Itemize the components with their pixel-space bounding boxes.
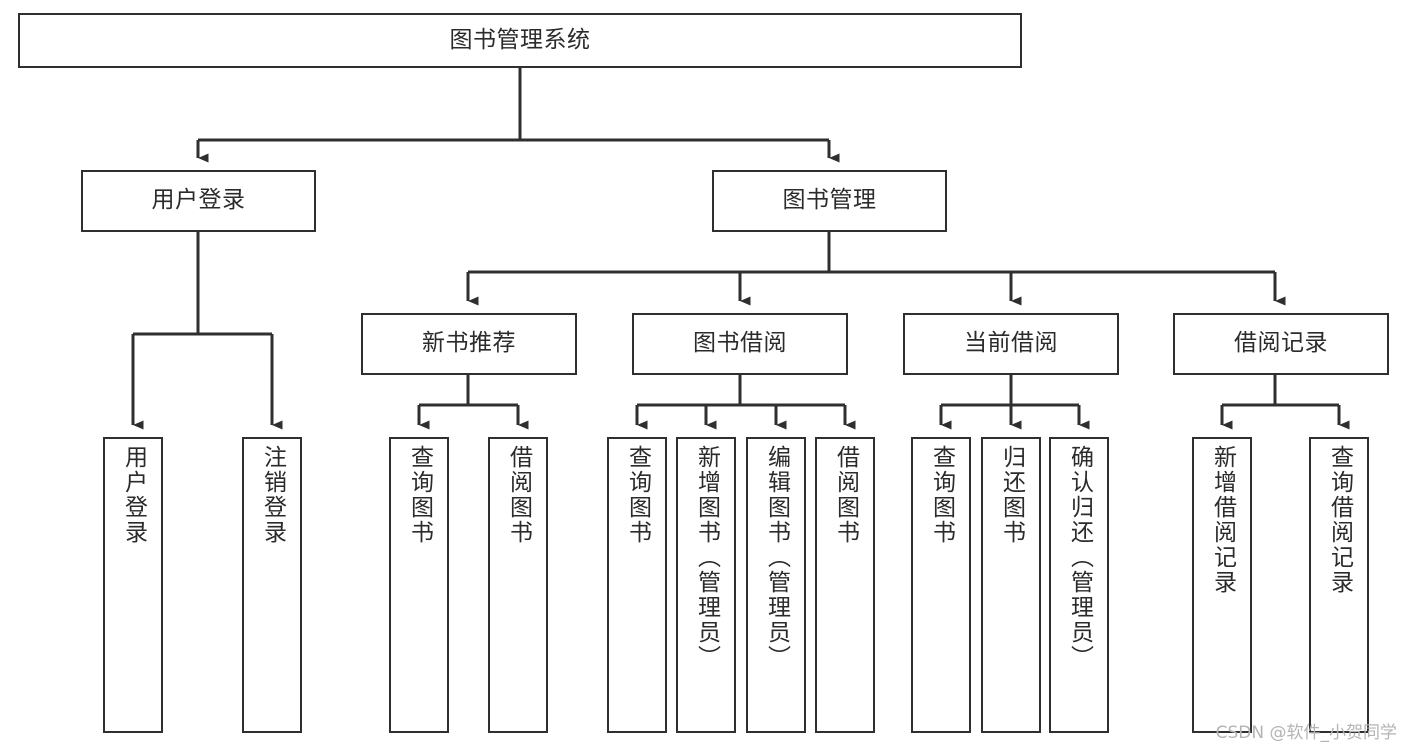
node-root-book-management-system[interactable]: 图书管理系统: [18, 13, 1022, 68]
node-book-borrow[interactable]: 图书借阅: [632, 313, 848, 375]
node-label: 归还图书: [998, 445, 1025, 545]
node-label: 借阅图书: [832, 445, 859, 545]
leaf-logout-login[interactable]: 注销登录: [242, 437, 302, 733]
node-label: 借阅图书: [505, 445, 532, 545]
leaf-borrow-query-book[interactable]: 查询图书: [607, 437, 667, 733]
leaf-borrow-add-book-admin[interactable]: 新增图书（管理员）: [676, 437, 736, 733]
leaf-new-book-borrow-book[interactable]: 借阅图书: [488, 437, 548, 733]
leaf-user-login[interactable]: 用户登录: [103, 437, 163, 733]
node-label: 借阅记录: [1234, 330, 1328, 357]
node-label: 查询借阅记录: [1326, 445, 1353, 595]
node-label: 当前借阅: [964, 330, 1058, 357]
leaf-current-confirm-return-admin[interactable]: 确认归还（管理员）: [1049, 437, 1109, 733]
node-label: 用户登录: [151, 187, 246, 214]
leaf-record-query-borrow-record[interactable]: 查询借阅记录: [1309, 437, 1369, 733]
leaf-borrow-edit-book-admin[interactable]: 编辑图书（管理员）: [746, 437, 806, 733]
leaf-record-add-borrow-record[interactable]: 新增借阅记录: [1192, 437, 1252, 733]
node-current-borrow[interactable]: 当前借阅: [903, 313, 1119, 375]
node-label: 图书管理系统: [449, 26, 591, 53]
node-label: 查询图书: [928, 445, 955, 545]
leaf-current-query-book[interactable]: 查询图书: [911, 437, 971, 733]
node-label: 图书管理: [782, 187, 877, 214]
node-label: 新增借阅记录: [1209, 445, 1236, 595]
node-label: 确认归还（管理员）: [1066, 445, 1093, 670]
node-label: 图书借阅: [693, 330, 787, 357]
node-new-book-recommend[interactable]: 新书推荐: [361, 313, 577, 375]
node-label: 用户登录: [120, 445, 147, 545]
leaf-borrow-borrow-book[interactable]: 借阅图书: [815, 437, 875, 733]
node-book-management[interactable]: 图书管理: [712, 170, 947, 232]
node-borrow-record[interactable]: 借阅记录: [1173, 313, 1389, 375]
node-label: 注销登录: [259, 445, 286, 545]
leaf-new-book-query-book[interactable]: 查询图书: [389, 437, 449, 733]
node-label: 新书推荐: [422, 330, 516, 357]
node-label: 新增图书（管理员）: [693, 445, 720, 670]
node-label: 编辑图书（管理员）: [763, 445, 790, 670]
node-user-login[interactable]: 用户登录: [81, 170, 316, 232]
node-label: 查询图书: [406, 445, 433, 545]
node-label: 查询图书: [624, 445, 651, 545]
leaf-current-return-book[interactable]: 归还图书: [981, 437, 1041, 733]
